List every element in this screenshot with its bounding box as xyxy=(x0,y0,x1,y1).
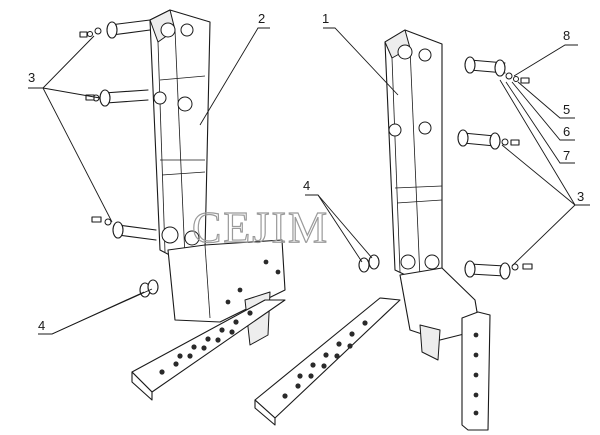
right-frame-part-1 xyxy=(254,29,491,431)
callout-5: 5 xyxy=(563,102,570,117)
callout-8: 8 xyxy=(563,28,570,43)
left-frame-part-2 xyxy=(131,9,286,401)
callout-4-center: 4 xyxy=(303,178,310,193)
callout-6: 6 xyxy=(563,124,570,139)
center-washers-part-4 xyxy=(358,254,380,273)
callout-2: 2 xyxy=(258,11,265,26)
left-washers-part-4 xyxy=(139,279,159,298)
right-pin-middle xyxy=(457,129,520,150)
callout-4-left: 4 xyxy=(38,318,45,333)
leader-lines xyxy=(28,27,590,335)
callout-1: 1 xyxy=(322,11,329,26)
right-pin-bottom xyxy=(464,260,533,280)
callout-3-left: 3 xyxy=(28,70,35,85)
left-pin-bottom xyxy=(91,216,157,241)
watermark: CEJIM xyxy=(192,203,329,252)
callout-7: 7 xyxy=(563,148,570,163)
left-pin-top xyxy=(79,19,151,39)
right-pin-top xyxy=(464,56,530,84)
left-pin-middle xyxy=(85,89,149,107)
callout-3-right: 3 xyxy=(577,189,584,204)
